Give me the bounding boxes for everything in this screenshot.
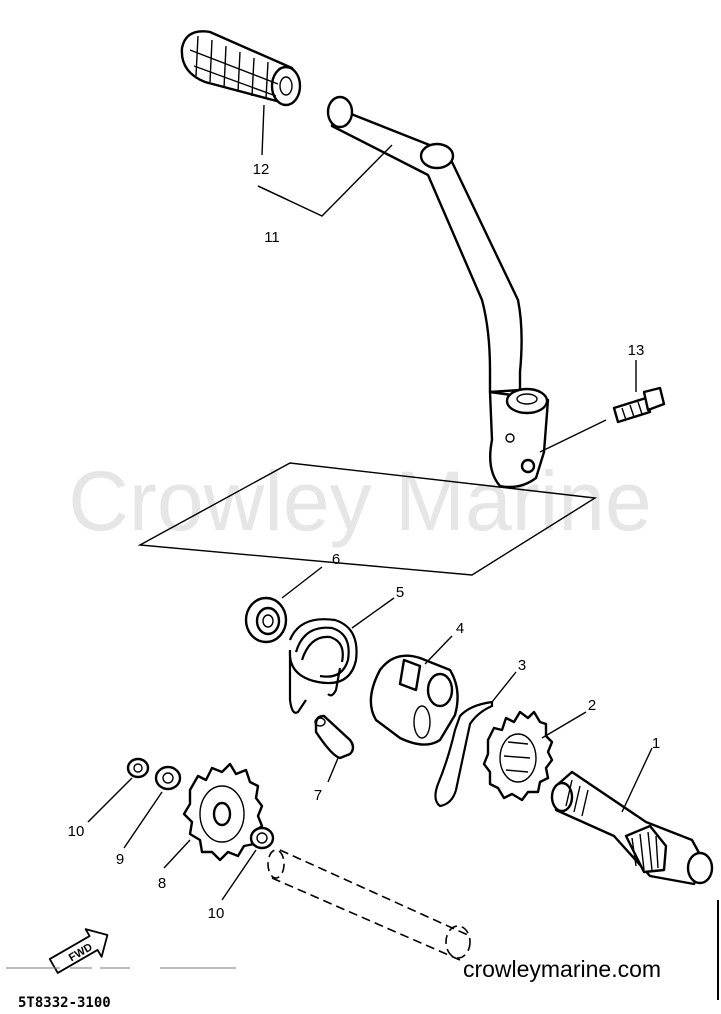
- assembly-outline: [137, 462, 598, 576]
- callout-8: 8: [158, 875, 166, 892]
- callout-11: 11: [264, 229, 280, 246]
- callout-10-upper: 10: [68, 823, 85, 840]
- callout-12: 12: [253, 161, 270, 178]
- washer[interactable]: [154, 765, 182, 791]
- callout-5: 5: [396, 584, 404, 601]
- callout-1: 1: [652, 735, 660, 752]
- callout-2: 2: [588, 697, 596, 714]
- callout-9: 9: [116, 851, 124, 868]
- callout-10-lower: 10: [208, 905, 225, 922]
- circlip-upper[interactable]: [126, 757, 150, 779]
- watermark-text: Crowley Marine: [68, 454, 652, 548]
- website-label: crowleymarine.com: [463, 956, 661, 982]
- kick-axle[interactable]: [550, 770, 714, 886]
- ghost-shaft: [267, 849, 471, 961]
- kick-spring[interactable]: [288, 618, 358, 714]
- clip-spring[interactable]: [434, 700, 494, 808]
- callout-7: 7: [314, 787, 322, 804]
- callout-6: 6: [332, 551, 340, 568]
- fwd-label: FWD: [67, 941, 95, 964]
- bolt-leader-line: [539, 419, 607, 453]
- kick-gear[interactable]: [482, 710, 554, 802]
- callout-4: 4: [456, 620, 464, 637]
- circlip-lower[interactable]: [249, 826, 275, 850]
- kick-grip[interactable]: [180, 30, 302, 107]
- pin[interactable]: [314, 714, 355, 760]
- callout-13: 13: [628, 342, 645, 359]
- idle-gear[interactable]: [182, 762, 264, 862]
- fwd-arrow-icon: FWD: [48, 928, 109, 974]
- leader-lines: [87, 104, 653, 901]
- ratchet-sleeve[interactable]: [369, 654, 459, 746]
- bolt[interactable]: [612, 386, 666, 424]
- callout-3: 3: [518, 657, 526, 674]
- kick-crank[interactable]: [326, 95, 550, 489]
- diagram-code: 5T8332-3100: [18, 995, 111, 1011]
- bearing[interactable]: [244, 596, 288, 644]
